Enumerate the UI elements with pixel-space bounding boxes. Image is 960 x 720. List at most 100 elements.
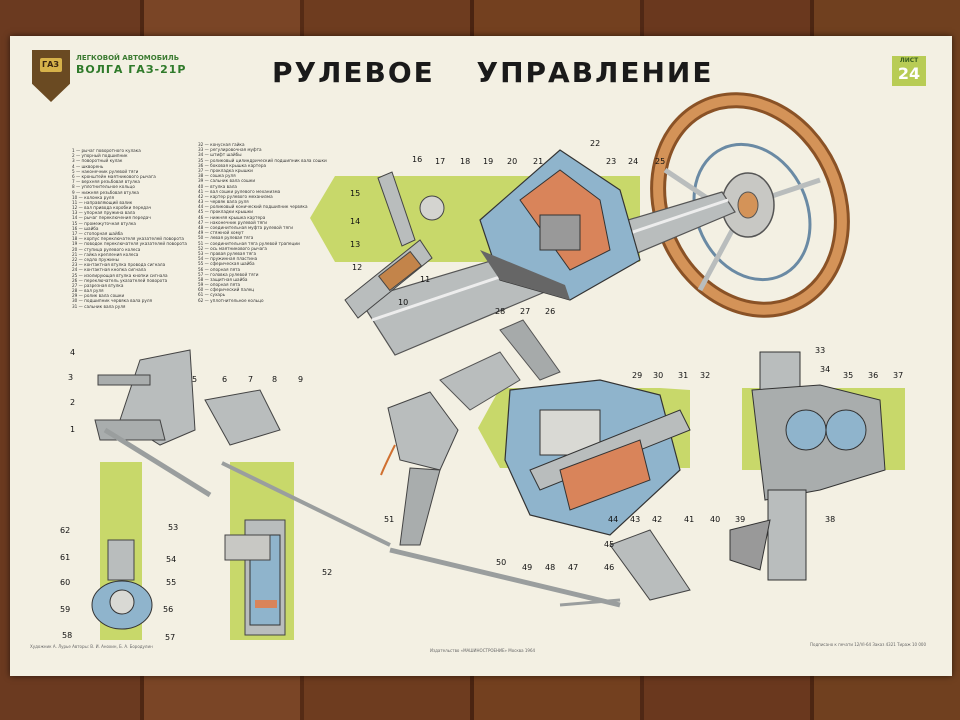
callout-28: 28 (495, 307, 505, 316)
callout-34: 34 (820, 365, 830, 374)
callout-26: 26 (545, 307, 555, 316)
callout-36: 36 (868, 371, 878, 380)
callout-39: 39 (735, 515, 745, 524)
callout-8: 8 (272, 375, 277, 384)
legend-entry: 51 — соединительная тяга рулевой трапеци… (198, 240, 300, 246)
legend-entry: 19 — поводок переключателя указателей по… (72, 241, 187, 247)
callout-52: 52 (322, 568, 332, 577)
callout-23: 23 (606, 157, 616, 166)
legend-entry: 20 — ступица рулевого колеса (72, 246, 141, 252)
legend-entry: 31 — сальник вала руля (72, 303, 126, 309)
callout-16: 16 (412, 155, 422, 164)
callout-59: 59 (60, 605, 70, 614)
legend-entry: 50 — левая рулевая тяга (198, 235, 254, 241)
pendulum-arm-detail (224, 519, 286, 636)
legend-entry: 15 — промежуточная втулка (72, 220, 136, 226)
callout-27: 27 (520, 307, 530, 316)
callout-5: 5 (192, 375, 197, 384)
legend-entry: 32 — конусная гайка (198, 142, 245, 147)
legend-entry: 58 — защитная шайба (198, 276, 248, 282)
legend-entry: 35 — роликовый цилиндрический подшипник … (198, 157, 327, 163)
legend-entry: 49 — стяжной хомут (198, 230, 244, 236)
footer-authors: Художник А. Лурье Авторы: В. И. Анохин, … (30, 644, 153, 649)
legend-entry: 53 — правая рулевая тяга (198, 250, 257, 256)
column-head-cutaway (479, 149, 641, 301)
legend-entry: 29 — ролик вала сошки (72, 293, 125, 299)
callout-25: 25 (655, 157, 665, 166)
legend-entry: 23 — контактная втулка провода сигнала (72, 262, 166, 268)
callout-3: 3 (68, 373, 73, 382)
sheet-label: ЛИСТ (899, 57, 919, 64)
callout-21: 21 (533, 157, 543, 166)
legend-entry: 5 — наконечник рулевой тяги (72, 168, 139, 174)
legend-entry: 56 — опорная пята (198, 266, 241, 272)
legend-entry: 21 — гайка крепления колеса (72, 251, 139, 257)
legend-entry: 17 — стопорная шайба (72, 231, 123, 236)
callout-49: 49 (522, 563, 532, 572)
callout-13: 13 (350, 240, 360, 249)
legend-entry: 1 — рычаг поворотного кулака (72, 148, 141, 153)
callout-20: 20 (507, 157, 517, 166)
callout-60: 60 (60, 578, 70, 587)
legend-entry: 60 — сферический палец (198, 287, 255, 293)
callout-7: 7 (248, 375, 253, 384)
legend-entry: 43 — червяк вала руля (198, 199, 249, 205)
legend-entry: 22 — седло пружины (72, 256, 119, 262)
legend-entry: 39 — сальник вала сошки (198, 178, 256, 184)
callout-35: 35 (843, 371, 853, 380)
callout-38: 38 (825, 515, 835, 524)
gaz-logo-plate (40, 58, 62, 72)
legend-entry: 11 — направляющий валик (72, 199, 133, 205)
callout-46: 46 (604, 563, 614, 572)
callout-2: 2 (70, 398, 75, 407)
callout-51: 51 (384, 515, 394, 524)
legend-entry: 59 — опорная пята (198, 282, 241, 288)
callout-54: 54 (166, 555, 176, 564)
brand-name: ВОЛГА ГАЗ-21Р (76, 63, 187, 76)
legend-entry: 48 — соединительная муфта рулевой тяги (198, 225, 293, 230)
callout-6: 6 (222, 375, 227, 384)
callout-47: 47 (568, 563, 578, 572)
callout-41: 41 (684, 515, 694, 524)
legend-entry: 10 — колонка руля (72, 194, 115, 200)
legend-entry: 44 — роликовый конический подшипник черв… (198, 204, 308, 210)
callout-10: 10 (398, 298, 408, 307)
legend-entry: 47 — наконечник рулевой тяги (198, 219, 268, 225)
legend-entry: 18 — корпус переключателя указателей пов… (72, 236, 184, 242)
callout-58: 58 (62, 631, 72, 640)
callout-48: 48 (545, 563, 555, 572)
ball-joint-detail (91, 539, 153, 630)
gaz-logo-text: ГАЗ (42, 60, 59, 69)
callout-15: 15 (350, 189, 360, 198)
callout-30: 30 (653, 371, 663, 380)
callout-19: 19 (483, 157, 493, 166)
steering-gear-exterior (380, 391, 459, 546)
callout-4: 4 (70, 348, 75, 357)
poster-title: РУЛЕВОЕ УПРАВЛЕНИЕ (272, 56, 714, 89)
callout-32: 32 (700, 371, 710, 380)
legend-entry: 12 — вал привода коробки передач (72, 205, 152, 211)
callout-18: 18 (460, 157, 470, 166)
legend-entry: 42 — картер рулевого механизма (198, 193, 273, 199)
legend-entry: 30 — подшипник червяка вала руля (72, 298, 153, 304)
legend-entry: 24 — контактная кнопка сигнала (72, 267, 146, 273)
callout-11: 11 (420, 275, 430, 284)
sheet-number: 24 (897, 64, 921, 83)
callout-50: 50 (496, 558, 506, 567)
legend-entry: 55 — сферическая шайба (198, 261, 255, 267)
callout-57: 57 (165, 633, 175, 642)
sheet-badge: ЛИСТ 24 (892, 56, 926, 86)
callout-33: 33 (815, 346, 825, 355)
legend-entry: 54 — пружинная пластина (198, 256, 258, 262)
footer-print-info: Подписано к печати 12/VI-64 Заказ 4321 Т… (810, 642, 926, 647)
callout-24: 24 (628, 157, 638, 166)
callout-31: 31 (678, 371, 688, 380)
legend-entry: 61 — сухарь (198, 292, 226, 298)
callout-45: 45 (604, 540, 614, 549)
legend-entry: 26 — переключатель указателей поворота (72, 277, 168, 283)
legend-entry: 57 — головка рулевой тяги (198, 271, 259, 277)
callout-62: 62 (60, 526, 70, 535)
legend-entry: 13 — упорная пружина вала (72, 210, 136, 216)
callout-61: 61 (60, 553, 70, 562)
